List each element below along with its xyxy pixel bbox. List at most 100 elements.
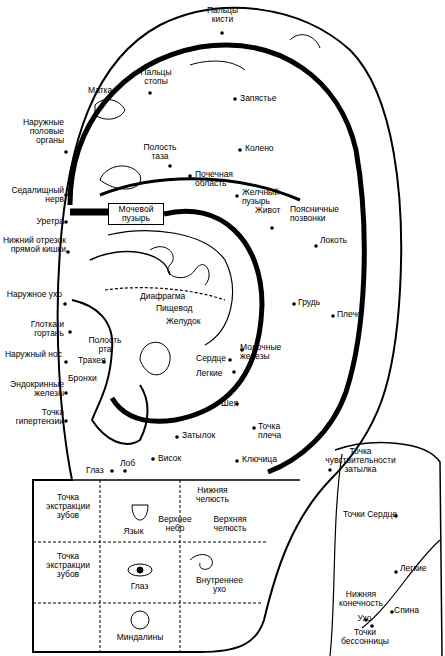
zone-label: Глотка и гортань xyxy=(2,320,64,338)
leader-dot xyxy=(64,150,68,154)
zone-label: Точка экстракции зубов xyxy=(38,552,98,579)
helix-band xyxy=(70,45,364,472)
lobe-grid xyxy=(180,480,181,652)
zone-label: Наружный нос xyxy=(2,350,62,359)
leader-dots xyxy=(63,31,398,628)
intestine-sketch xyxy=(150,247,209,285)
zone-label: Молочные железы xyxy=(240,343,290,361)
zone-name: Мочевой пузырь xyxy=(109,204,163,224)
leader-dot xyxy=(228,358,232,362)
zone-label: Наружные половые органы xyxy=(2,118,64,145)
tragus xyxy=(72,300,148,444)
helix-crus xyxy=(90,252,170,275)
zone-label: Ключица xyxy=(242,455,282,464)
tongue-icon xyxy=(132,505,148,520)
leader-dot xyxy=(66,250,70,254)
zone-label: Нижняя челюсть xyxy=(185,486,240,504)
zone-label: Затылок xyxy=(182,431,222,440)
zone-label: Локоть xyxy=(320,236,360,245)
zone-label: Точка плеча xyxy=(258,422,303,440)
leader-dot xyxy=(394,570,398,574)
lobe-grid xyxy=(33,542,268,543)
leader-dot xyxy=(148,91,152,95)
pelvis-sketch xyxy=(100,166,141,189)
zone-label: Наружное ухо xyxy=(2,290,62,299)
leader-dot xyxy=(314,244,318,248)
leader-dot xyxy=(64,391,68,395)
leader-dot xyxy=(64,193,68,197)
zone-label: Ухо xyxy=(352,614,377,623)
zone-label: Эндокринные железы xyxy=(2,380,64,398)
leader-dot xyxy=(331,314,335,318)
leader-dot xyxy=(175,435,179,439)
zone-label: Пищевод xyxy=(156,304,201,313)
zone-label: Глаз xyxy=(86,466,111,475)
zone-label: Верхняя челюсть xyxy=(205,515,255,533)
back-ear-outline xyxy=(335,443,442,656)
zone-label: Точка чувствительности затылка xyxy=(318,447,403,474)
zone-label: Желчный пузырь xyxy=(242,188,287,206)
lobe-grid xyxy=(33,603,262,604)
ear-outline xyxy=(33,8,442,656)
antihelix-band xyxy=(112,211,262,421)
zone-label: Полость таза xyxy=(140,143,180,161)
eye-icon xyxy=(137,567,143,573)
leader-dot xyxy=(63,302,67,306)
leader-dot xyxy=(328,468,332,472)
leader-dot xyxy=(390,610,394,614)
leader-dot xyxy=(232,370,236,374)
zone-label: Пальцы кисти xyxy=(200,6,245,24)
zone-label: Легкие xyxy=(400,564,442,573)
zone-label: Шея xyxy=(221,399,246,408)
leader-dot xyxy=(238,148,242,152)
zone-label: Полость рта xyxy=(86,336,124,354)
leader-dot xyxy=(270,226,274,230)
leader-dot xyxy=(252,426,256,430)
organ-zone-box: Мочевой пузырь xyxy=(108,203,164,225)
leader-dot xyxy=(64,220,68,224)
zone-label: Пальцы стопы xyxy=(136,68,176,86)
inner-ear-icon xyxy=(190,555,212,570)
leader-dot xyxy=(233,97,237,101)
zone-label: Седалищный нерв xyxy=(2,186,64,204)
zone-label: Запястье xyxy=(240,94,290,103)
zone-label: Нижняя конечность xyxy=(332,590,390,608)
antihelix-band xyxy=(70,209,108,216)
eye-icon xyxy=(128,564,152,576)
zone-label: Колено xyxy=(245,144,285,153)
zone-label: Верхнее небо xyxy=(155,515,195,533)
leader-dot xyxy=(64,360,68,364)
tonsil-icon xyxy=(131,611,149,629)
zone-label: Матка xyxy=(88,86,128,95)
zone-label: Бронхи xyxy=(68,374,103,383)
zone-label: Живот xyxy=(255,206,290,215)
leader-dot xyxy=(220,31,224,35)
zone-label: Диафрагма xyxy=(140,292,190,301)
leader-dot xyxy=(68,330,72,334)
leader-dot xyxy=(110,469,114,473)
leader-dot xyxy=(64,419,68,423)
zone-label: Миндалины xyxy=(105,633,175,642)
leader-dot xyxy=(235,459,239,463)
zone-label: Уретра xyxy=(2,217,64,226)
leader-dot xyxy=(188,174,192,178)
zone-label: Нижний отрезок прямой кишки xyxy=(2,236,66,254)
zone-label: Лоб xyxy=(120,459,140,468)
zone-label: Поясничные позвонки xyxy=(290,205,340,223)
back-ear-contour xyxy=(330,454,342,656)
zone-label: Язык xyxy=(116,527,151,536)
zone-label: Точки Сердце xyxy=(340,510,400,519)
outer-helix xyxy=(33,8,401,652)
leader-dot xyxy=(123,469,127,473)
zone-label: Внутреннее ухо xyxy=(192,576,247,594)
zone-label: Точка гипертензии xyxy=(2,408,64,426)
zone-label: Точка экстракции зубов xyxy=(38,493,98,520)
leader-dot xyxy=(151,457,155,461)
zone-label: Сердце xyxy=(196,354,236,363)
zone-label: Легкие xyxy=(196,369,236,378)
concha-contour xyxy=(105,288,225,300)
zone-label: Плечо xyxy=(337,310,372,319)
zone-label: Желудок xyxy=(166,317,211,326)
foot-sketch xyxy=(190,61,245,70)
